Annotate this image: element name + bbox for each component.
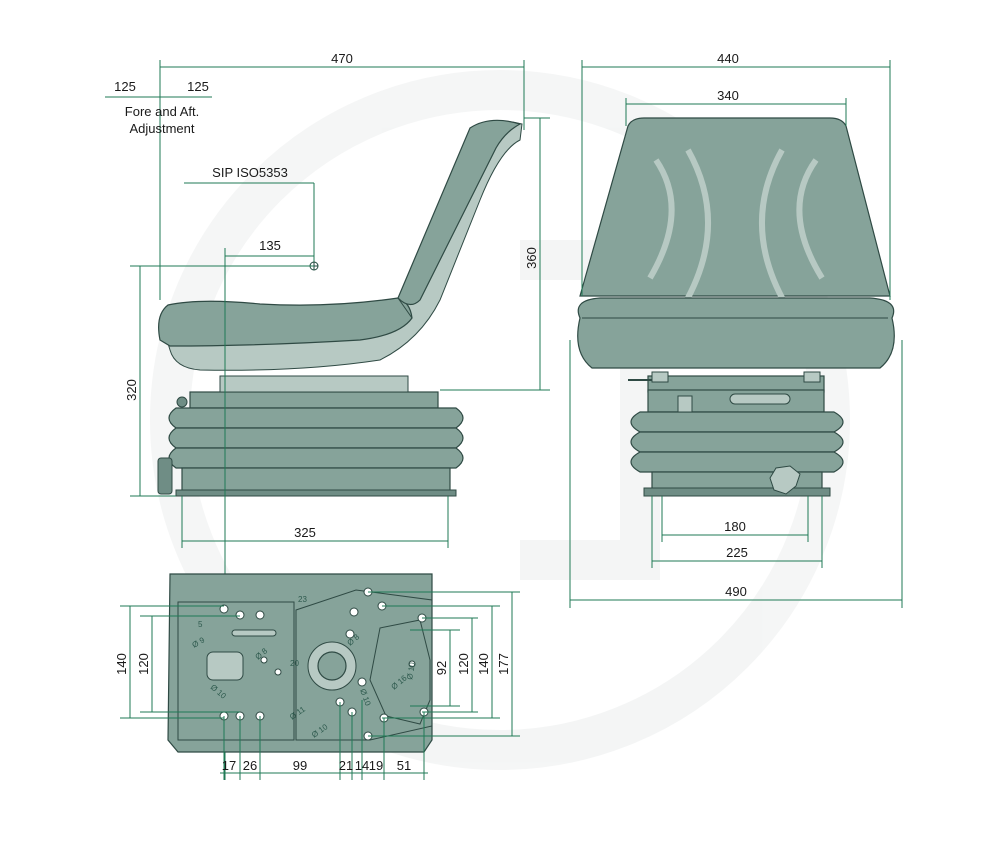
inner-5: 5: [198, 620, 203, 629]
dim-177: 177: [496, 653, 511, 675]
adjustment-label-1: Fore and Aft.: [125, 104, 199, 119]
dim-51: 51: [397, 758, 411, 773]
dim-320: 320: [124, 379, 139, 401]
dim-99: 99: [293, 758, 307, 773]
dim-470: 470: [331, 51, 353, 66]
dim-225: 225: [726, 545, 748, 560]
side-view-dimensions: 470 125 125 Fore and Aft. Adjustment SIP…: [105, 51, 550, 780]
adjustment-label-2: Adjustment: [129, 121, 194, 136]
dim-360: 360: [524, 247, 539, 269]
dim-26: 26: [243, 758, 257, 773]
front-view-dimensions: 440 340 180 225 490: [569, 51, 903, 608]
base-plate-dimensions: 140 120 92 120 140 177 17 26 99 21 14: [114, 591, 520, 780]
dim-14: 14: [355, 758, 369, 773]
side-view-seat: [157, 119, 523, 497]
dim-135: 135: [259, 238, 281, 253]
dim-180: 180: [724, 519, 746, 534]
sip-label: SIP ISO5353: [212, 165, 288, 180]
dim-19: 19: [369, 758, 383, 773]
dim-120-left: 120: [136, 653, 151, 675]
dim-325: 325: [294, 525, 316, 540]
inner-23: 23: [298, 595, 307, 604]
dim-21: 21: [339, 758, 353, 773]
dim-490: 490: [725, 584, 747, 599]
dim-17: 17: [222, 758, 236, 773]
dim-92: 92: [434, 661, 449, 675]
front-view-seat: [577, 117, 895, 497]
dim-120-right: 120: [456, 653, 471, 675]
dim-340: 340: [717, 88, 739, 103]
base-plate: 23 5 20 Ø 9 Ø 8 Ø 8 Ø 10 Ø 10 Ø 16 Ø 10 …: [167, 573, 433, 753]
inner-20: 20: [290, 659, 299, 668]
dim-140-right: 140: [476, 653, 491, 675]
dim-125-right: 125: [187, 79, 209, 94]
dim-125-left: 125: [114, 79, 136, 94]
dim-140-left: 140: [114, 653, 129, 675]
inner-d10c: Ø 10: [405, 661, 417, 680]
dim-440: 440: [717, 51, 739, 66]
